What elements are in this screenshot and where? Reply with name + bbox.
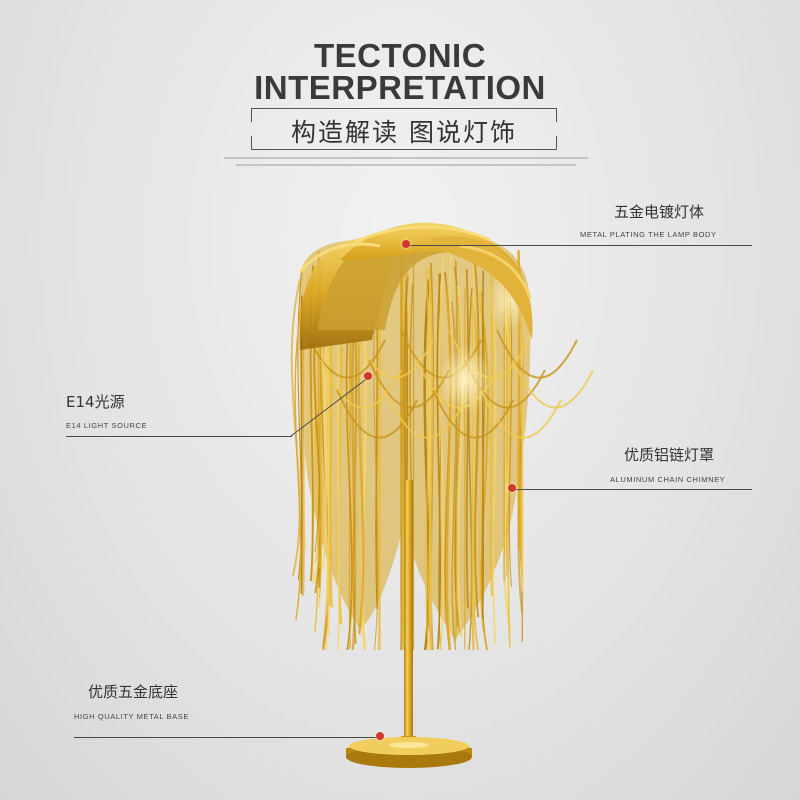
fine-print-text-lines	[224, 157, 588, 166]
callout-lamp-body-en: METAL PLATING THE LAMP BODY	[580, 230, 717, 239]
title-cn: 构造解读 图说灯饰	[291, 118, 517, 147]
callout-base-en: HIGH QUALITY METAL BASE	[74, 712, 189, 721]
callout-light-source-en: E14 LIGHT SOURCE	[66, 421, 148, 430]
callout-base-line	[74, 737, 380, 738]
callout-lamp-body-line	[407, 245, 752, 246]
callout-base-cn: 优质五金底座	[88, 683, 179, 701]
callout-chain-cn: 优质铝链灯罩	[624, 446, 715, 464]
title-line-1: TECTONIC	[313, 37, 487, 74]
title-line-2: INTERPRETATION	[254, 69, 546, 106]
metal-base	[346, 737, 472, 768]
callout-base-dot	[376, 732, 384, 740]
lamp-stem	[404, 480, 413, 742]
metal-plated-lamp-body	[298, 222, 533, 350]
callout-light-source-line	[66, 436, 292, 437]
callout-light-source-cn: E14光源	[66, 393, 125, 411]
callout-lamp-body-cn: 五金电镀灯体	[614, 203, 705, 221]
title-cn-frame: 构造解读 图说灯饰	[251, 108, 557, 150]
callout-chain-line	[513, 489, 752, 490]
callout-chain-en: ALUMINUM CHAIN CHIMNEY	[610, 475, 726, 484]
callout-lamp-body-dot	[402, 240, 410, 248]
callout-light-source-dot	[364, 372, 372, 380]
callout-chain-dot	[508, 484, 516, 492]
